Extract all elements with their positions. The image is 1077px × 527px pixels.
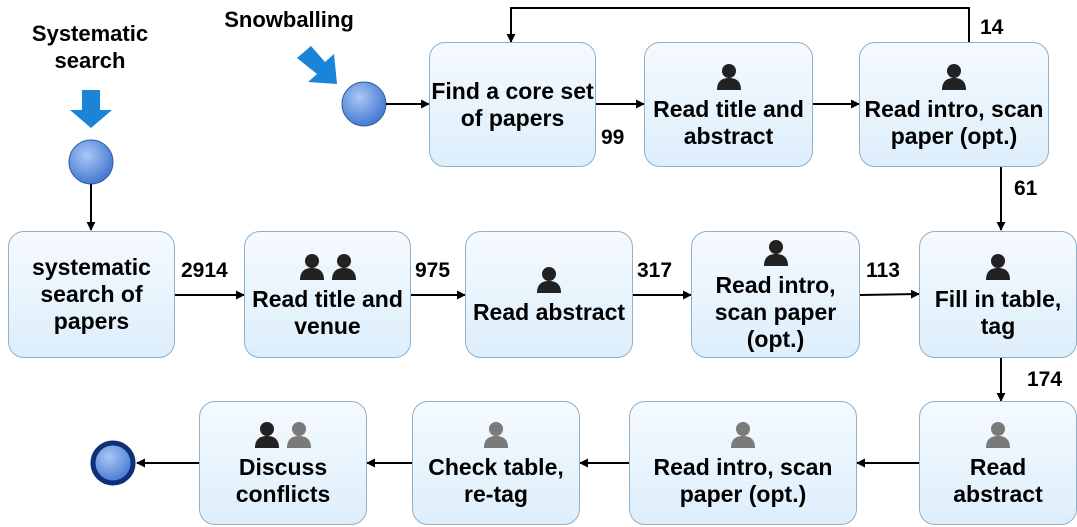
box-read-intro-scan-label: Read intro, scan paper (opt.) [714,272,837,352]
box-second-read-abstract: Read abstract [919,401,1077,525]
box-snow-read-title-abstract-label: Read title and abstract [653,95,804,149]
count-venue-to-abstract: 975 [415,259,451,282]
snowballing-input-arrow-icon [297,46,337,84]
second-reviewer-person-icon [986,422,1010,448]
second-reviewer-person-icon [484,422,508,448]
box-read-abstract: Read abstract [465,231,633,358]
count-search-to-venue: 2914 [181,259,228,282]
count-intro-to-fill: 113 [866,259,900,282]
reviewer-person-icon [763,240,788,266]
box-systematic-search: systematic search of papers [8,231,175,358]
reviewer-person-icon [537,267,561,293]
box-check-table-label: Check table, re-tag [428,454,564,507]
box-check-table: Check table, re-tag [412,401,580,525]
box-second-read-intro-label: Read intro, scan paper (opt.) [653,454,833,507]
connector-intro-to-fill [859,289,920,299]
end-node [90,440,136,486]
snowballing-title: Snowballing [224,7,354,32]
box-snow-read-intro: Read intro, scan paper (opt.) [859,42,1049,167]
second-reviewer-person-icon [287,422,311,448]
box-find-core-set: Find a core set of papers [429,42,596,167]
box-discuss-conflicts: Discuss conflicts [199,401,367,525]
reviewer-person-icon [255,422,279,448]
box-systematic-search-label: systematic search of papers [32,254,151,334]
box-second-read-abstract-label: Read abstract [953,454,1043,507]
box-read-title-venue: Read title and venue [244,231,411,358]
count-snow-to-fill: 61 [1014,177,1038,200]
systematic-input-arrow-icon [70,90,112,128]
box-find-core-set-label: Find a core set of papers [431,77,594,131]
reviewer-person-icon [986,253,1010,280]
box-read-title-venue-label: Read title and venue [252,285,403,339]
box-read-abstract-label: Read abstract [472,299,626,325]
reviewer-person-icon [331,253,356,280]
box-discuss-conflicts-label: Discuss conflicts [235,454,331,507]
reviewer-person-icon [942,63,966,90]
count-core-to-title: 99 [601,126,625,149]
reviewer-person-icon [716,63,741,90]
connector-loop-back [506,7,970,48]
box-fill-in-table-label: Fill in table, tag [934,285,1062,339]
count-fill-to-abstract: 174 [1027,368,1063,391]
box-read-intro-scan: Read intro, scan paper (opt.) [691,231,860,358]
box-second-read-intro: Read intro, scan paper (opt.) [629,401,857,525]
count-abstract-to-intro: 317 [637,259,673,282]
systematic-start-node [68,139,114,185]
box-fill-in-table: Fill in table, tag [919,231,1077,358]
snowballing-start-node [341,81,387,127]
second-reviewer-person-icon [731,422,755,448]
box-snow-read-title-abstract: Read title and abstract [644,42,813,167]
systematic-search-title: Systematic search [31,21,149,73]
box-snow-read-intro-label: Read intro, scan paper (opt.) [864,95,1044,149]
count-loop-back: 14 [980,16,1004,39]
reviewer-person-icon [299,253,324,280]
